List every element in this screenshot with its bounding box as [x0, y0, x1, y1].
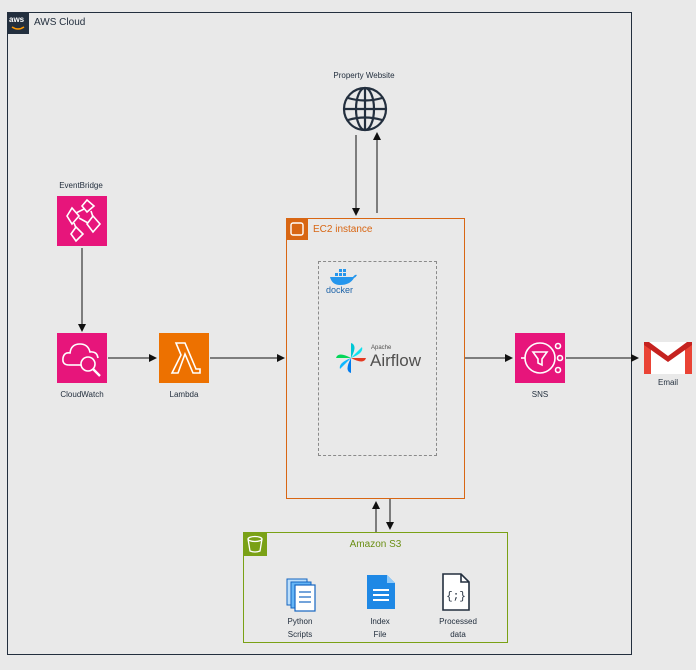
ec2-instance-label: EC2 instance [313, 224, 373, 235]
processed-data-label-line2: data [450, 630, 466, 639]
aws-cloud-label: AWS Cloud [34, 17, 86, 28]
airflow-apache-text: Apache [371, 345, 392, 351]
cloudwatch-icon [57, 333, 107, 383]
aws-logo-icon: aws [7, 12, 29, 34]
docker-logo-text: docker [326, 285, 354, 295]
airflow-pinwheel-icon [334, 341, 368, 375]
s3-bucket-icon [243, 532, 267, 556]
python-scripts-label-line2: Scripts [287, 630, 313, 639]
docker-container-box [318, 261, 437, 456]
ec2-instance-icon [286, 218, 308, 240]
processed-data-label-line1: Processed [439, 617, 477, 626]
aws-logo-text: aws [9, 15, 25, 24]
sns-icon [515, 333, 565, 383]
email-label: Email [657, 378, 678, 387]
airflow-logo-text: Airflow [370, 351, 422, 370]
globe-icon [342, 86, 388, 132]
lambda-icon [159, 333, 209, 383]
lambda-label: Lambda [169, 390, 199, 399]
docker-whale-icon [328, 268, 358, 286]
property-website-label: Property Website [333, 71, 395, 80]
cloudwatch-label: CloudWatch [60, 390, 104, 399]
index-file-label-line1: Index [370, 617, 390, 626]
eventbridge-icon [57, 196, 107, 246]
gmail-icon [642, 340, 694, 376]
ec2-instance-group [286, 218, 465, 499]
index-file-icon [363, 573, 397, 611]
amazon-s3-label: Amazon S3 [349, 539, 402, 550]
index-file-label-line2: File [373, 630, 387, 639]
sns-label: SNS [531, 390, 549, 399]
svg-text:{;}: {;} [446, 591, 466, 603]
eventbridge-label: EventBridge [59, 181, 103, 190]
python-scripts-icon [285, 577, 317, 613]
aws-cloud-group [7, 12, 632, 655]
amazon-s3-group [243, 532, 508, 643]
processed-data-icon: {;} [440, 572, 472, 612]
python-scripts-label-line1: Python [287, 617, 313, 626]
